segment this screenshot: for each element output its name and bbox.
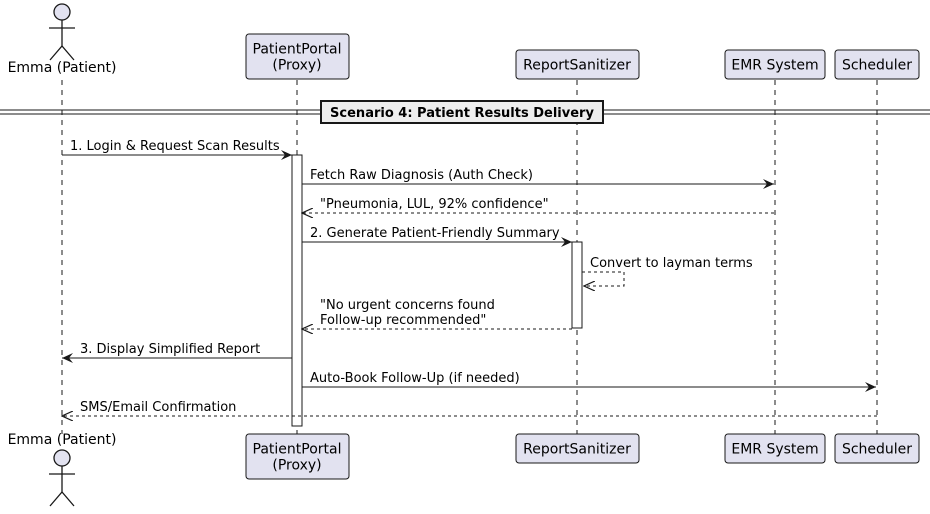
message-label: Fetch Raw Diagnosis (Auth Check)	[310, 168, 533, 183]
actor-head	[53, 3, 71, 21]
participant-heads: Emma (Patient) Emma (Patient) PatientPorta…	[8, 3, 920, 507]
participant-label: PatientPortal	[253, 42, 342, 58]
participant-label: Emma (Patient)	[8, 60, 117, 76]
participant-portal-top: PatientPortal(Proxy)	[245, 33, 350, 80]
scenario-divider-label-box	[320, 100, 604, 124]
actor-patient-bottom: Emma (Patient)	[8, 432, 117, 507]
participant-sanitizer-top: ReportSanitizer	[515, 49, 640, 80]
message-label: Auto-Book Follow-Up (if needed)	[310, 371, 520, 386]
participant-box	[245, 33, 350, 80]
message-label: "Pneumonia, LUL, 92% confidence"	[320, 197, 549, 212]
participant-box	[245, 433, 350, 480]
message-label: Convert to layman terms	[590, 256, 753, 271]
participant-label: (Proxy)	[272, 58, 321, 74]
message-8: Auto-Book Follow-Up (if needed)	[302, 371, 876, 392]
message-label: 3. Display Simplified Report	[80, 342, 260, 357]
message-4: 2. Generate Patient-Friendly Summary	[302, 226, 572, 247]
participant-label: Scheduler	[842, 442, 912, 458]
message-label: Follow-up recommended"	[320, 313, 486, 328]
scenario-title: Scenario 4: Patient Results Delivery	[330, 106, 594, 121]
message-5: Convert to layman terms	[582, 256, 753, 286]
message-7: 3. Display Simplified Report	[62, 342, 292, 363]
message-label: "No urgent concerns found	[320, 298, 495, 313]
participant-scheduler-top: Scheduler	[834, 49, 920, 80]
participant-box	[515, 433, 640, 464]
participant-box	[515, 49, 640, 80]
actor-legs	[49, 45, 75, 61]
participant-portal-bottom: PatientPortal(Proxy)	[245, 433, 350, 480]
actor-patient-top: Emma (Patient)	[8, 3, 117, 76]
actor-legs	[49, 491, 75, 507]
participant-box	[724, 433, 826, 464]
participant-emr-bottom: EMR System	[724, 433, 826, 464]
activation-bars	[291, 154, 583, 427]
participant-box	[834, 49, 920, 80]
participant-box	[834, 433, 920, 464]
participant-label: Scheduler	[842, 58, 912, 74]
message-2: Fetch Raw Diagnosis (Auth Check)	[302, 168, 774, 189]
participant-box	[724, 49, 826, 80]
message-label: SMS/Email Confirmation	[80, 400, 236, 415]
participant-sanitizer-bottom: ReportSanitizer	[515, 433, 640, 464]
participant-label: ReportSanitizer	[523, 442, 631, 458]
participant-label: ReportSanitizer	[523, 58, 631, 74]
participant-label: PatientPortal	[253, 442, 342, 458]
participant-label: Emma (Patient)	[8, 432, 117, 448]
message-label: 1. Login & Request Scan Results	[70, 139, 280, 154]
message-1: 1. Login & Request Scan Results	[62, 139, 292, 160]
message-3: "Pneumonia, LUL, 92% confidence"	[302, 197, 774, 213]
participant-label: (Proxy)	[272, 458, 321, 474]
message-9: SMS/Email Confirmation	[62, 400, 877, 416]
message-label: 2. Generate Patient-Friendly Summary	[310, 226, 560, 241]
actor-head	[53, 449, 71, 467]
activation-bar-portal	[291, 154, 303, 427]
activation-bar-sanitizer	[571, 241, 583, 329]
participant-label: EMR System	[731, 442, 818, 458]
participant-label: EMR System	[731, 58, 818, 74]
participant-scheduler-bottom: Scheduler	[834, 433, 920, 464]
message-arrow	[582, 271, 625, 286]
scenario-divider: Scenario 4: Patient Results Delivery	[0, 100, 930, 124]
participant-emr-top: EMR System	[724, 49, 826, 80]
